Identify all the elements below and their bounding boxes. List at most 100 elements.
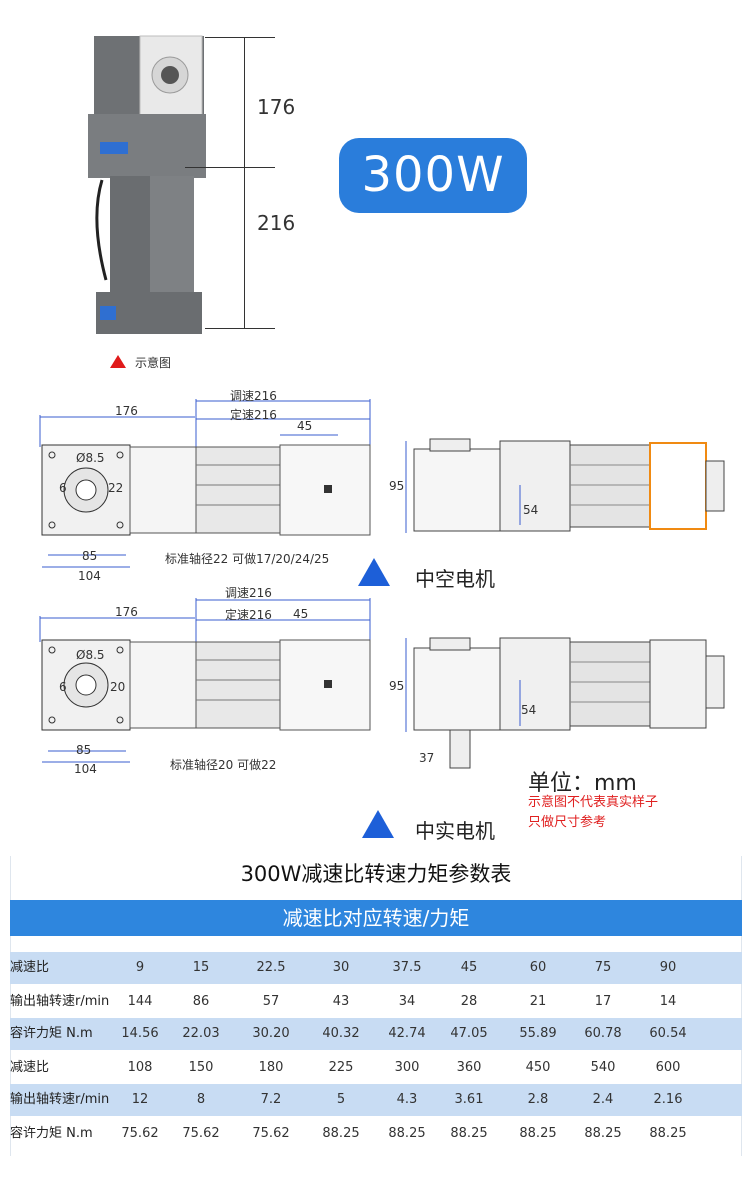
table-cell: 21 [529, 994, 547, 1009]
table-cell: 144 [127, 994, 153, 1009]
table-cell: 47.05 [450, 1026, 488, 1041]
table-cell: 14 [659, 994, 677, 1009]
hollow-dim-8-5: Ø8.5 [76, 451, 105, 465]
motor-photo [88, 35, 206, 334]
table-cell: 300 [394, 1060, 420, 1075]
solid-motor-front-drawing [39, 598, 371, 763]
table-cell: 42.74 [388, 1026, 426, 1041]
table-cell: 60.54 [649, 1026, 687, 1041]
table-cell: 75.62 [182, 1126, 220, 1141]
hollow-dim-fixed: 定速216 [230, 408, 277, 422]
table-cell: 180 [258, 1060, 284, 1075]
table-cell: 28 [460, 994, 478, 1009]
solid-dim-85: 85 [76, 743, 92, 757]
blue-triangle-icon [362, 810, 394, 838]
table-cell: 88.25 [519, 1126, 557, 1141]
hollow-dim-176: 176 [115, 404, 138, 418]
table-cell: 540 [590, 1060, 616, 1075]
table-cell: 60.78 [584, 1026, 622, 1041]
solid-dim-54: 54 [521, 703, 537, 717]
table-cell: 22.5 [256, 960, 286, 975]
dim-216-label: 216 [257, 211, 296, 235]
table-cell: 12 [131, 1092, 149, 1107]
table-cell: 75.62 [252, 1126, 290, 1141]
table-cell: 8 [196, 1092, 206, 1107]
table-cell: 2.4 [592, 1092, 614, 1107]
hollow-dim-45: 45 [297, 419, 313, 433]
row-label: 减速比 [10, 1060, 50, 1075]
table-row: 容许力矩 N.m 14.56 22.03 30.20 40.32 42.74 47.05 55… [10, 1018, 742, 1050]
solid-dim-45: 45 [293, 607, 309, 621]
table-cell: 55.89 [519, 1026, 557, 1041]
hollow-dim-22: 22 [108, 481, 124, 495]
table-cell: 450 [525, 1060, 551, 1075]
hollow-motor-front-drawing [39, 399, 371, 568]
table-cell: 88.25 [388, 1126, 426, 1141]
table-cell: 14.56 [121, 1026, 159, 1041]
table-cell: 75 [594, 960, 612, 975]
row-label: 输出轴转速r/min [10, 1092, 110, 1107]
hollow-dim-85: 85 [82, 549, 98, 563]
dimension-tick-mid [185, 167, 275, 168]
solid-dim-104: 104 [74, 762, 97, 776]
power-badge: 300W [339, 138, 527, 213]
table-cell: 17 [594, 994, 612, 1009]
row-label: 容许力矩 N.m [10, 1026, 93, 1041]
table-cell: 150 [188, 1060, 214, 1075]
solid-dim-fixed: 定速216 [225, 608, 272, 622]
blue-triangle-icon [358, 558, 390, 586]
table-cell: 5 [336, 1092, 346, 1107]
table-cell: 108 [127, 1060, 153, 1075]
row-label: 输出轴转速r/min [10, 994, 110, 1009]
table-cell: 88.25 [584, 1126, 622, 1141]
table-cell: 15 [192, 960, 210, 975]
solid-dim-37: 37 [419, 751, 435, 765]
table-cell: 57 [262, 994, 280, 1009]
table-cell: 4.3 [396, 1092, 418, 1107]
hollow-dim-95: 95 [389, 479, 405, 493]
table-header: 减速比对应转速/力矩 [10, 900, 742, 936]
table-cell: 3.61 [454, 1092, 484, 1107]
table-cell: 75.62 [121, 1126, 159, 1141]
disclaimer-line-1: 示意图不代表真实样子 [528, 795, 659, 810]
table-cell: 90 [659, 960, 677, 975]
solid-dim-adjust: 调速216 [225, 586, 272, 600]
hollow-dim-adjust: 调速216 [230, 389, 277, 403]
table-cell: 7.2 [260, 1092, 282, 1107]
hollow-shaft-note: 标准轴径22 可做17/20/24/25 [165, 552, 330, 566]
unit-label: 单位：mm [528, 771, 637, 796]
hollow-dim-104: 104 [78, 569, 101, 583]
table-cell: 37.5 [392, 960, 422, 975]
hollow-dim-6: 6 [59, 481, 67, 495]
table-cell: 88.25 [450, 1126, 488, 1141]
table-cell: 40.32 [322, 1026, 360, 1041]
hollow-motor-side-drawing [405, 438, 725, 533]
table-cell: 22.03 [182, 1026, 220, 1041]
table-cell: 225 [328, 1060, 354, 1075]
table-cell: 45 [460, 960, 478, 975]
dimension-line [244, 37, 245, 328]
dim-176-label: 176 [257, 95, 296, 119]
solid-shaft-note: 标准轴径20 可做22 [170, 758, 277, 772]
table-cell: 2.16 [653, 1092, 683, 1107]
table-cell: 30.20 [252, 1026, 290, 1041]
table-cell: 2.8 [527, 1092, 549, 1107]
table-cell: 9 [135, 960, 145, 975]
hollow-dim-54: 54 [523, 503, 539, 517]
hollow-motor-label: 中空电机 [415, 567, 495, 591]
table-cell: 43 [332, 994, 350, 1009]
solid-dim-8-5: Ø8.5 [76, 648, 105, 662]
solid-dim-6: 6 [59, 680, 67, 694]
table-title: 300W减速比转速力矩参数表 [240, 862, 512, 886]
red-triangle-icon [110, 355, 126, 368]
disclaimer-line-2: 只做尺寸参考 [528, 815, 607, 830]
table-cell: 34 [398, 994, 416, 1009]
row-label: 减速比 [10, 960, 50, 975]
photo-caption: 示意图 [135, 356, 172, 370]
table-cell: 88.25 [649, 1126, 687, 1141]
